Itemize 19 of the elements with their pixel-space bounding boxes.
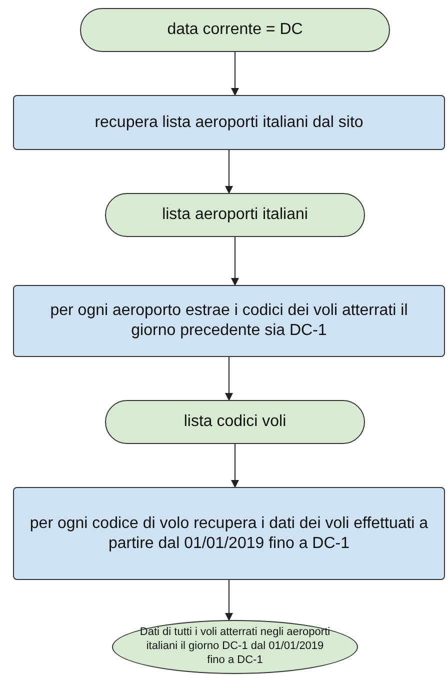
process-box xyxy=(13,95,445,150)
process-box xyxy=(13,487,445,580)
arrow xyxy=(231,444,239,488)
terminal-shape xyxy=(105,193,365,237)
node-label: lista codici voli xyxy=(184,412,286,432)
arrow xyxy=(225,356,233,401)
node-label: per ogni aeroporto estrae i codici dei voli atterrati il giorno precedente sia DC-1 xyxy=(49,301,409,341)
arrow xyxy=(231,52,239,96)
arrow xyxy=(231,236,239,286)
terminal-shape xyxy=(80,8,390,52)
node-label: data corrente = DC xyxy=(167,20,303,40)
node-label: per ogni codice di volo recupera i dati dei voli effettuati a partire dal 01/01/2019 fino a DC-1 xyxy=(28,514,430,554)
node-label: recupera lista aeroporti italiani dal sito xyxy=(94,112,364,132)
terminal-shape xyxy=(105,400,365,444)
node-label: lista aeroporti italiani xyxy=(162,205,308,225)
node-label: Dati di tutti i voli atterrati negli aeroporti italiani il giorno DC-1 dal 01/01/2019 fino a DC-1 xyxy=(138,626,332,668)
arrow xyxy=(225,580,233,621)
process-box xyxy=(13,285,445,357)
arrow xyxy=(225,150,233,194)
